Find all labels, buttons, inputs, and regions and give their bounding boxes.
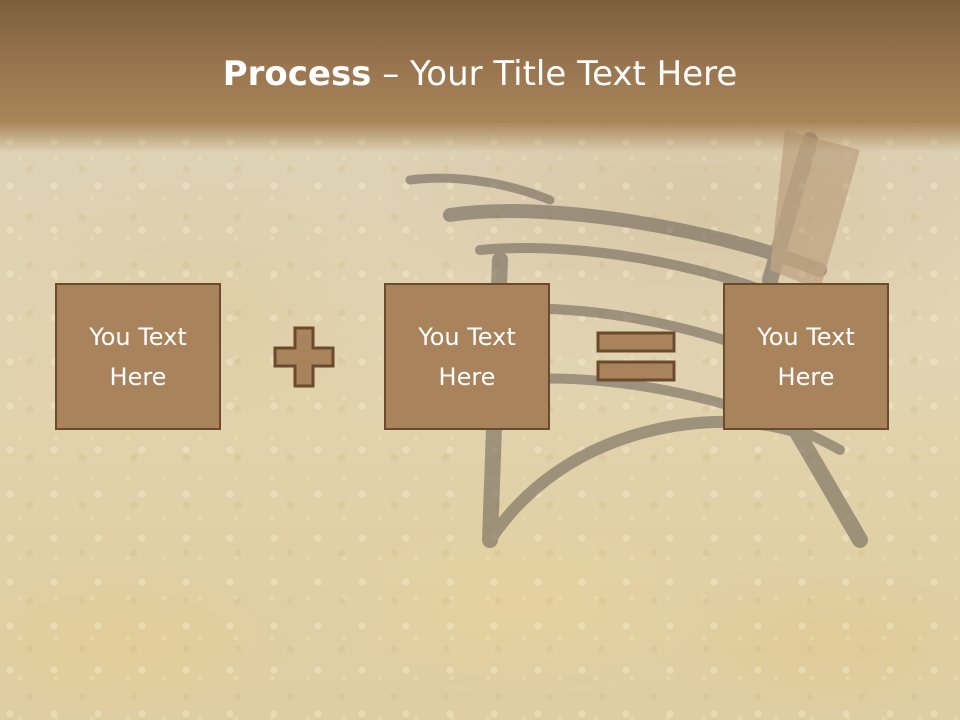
title-bold-text: Process [222,54,372,94]
plus-icon [273,326,335,388]
process-box-3-text: You Text Here [757,322,855,391]
title-rest-text: – Your Title Text Here [371,54,738,94]
process-box-2-text: You Text Here [418,322,516,391]
process-box-3[interactable]: You Text Here [723,283,889,430]
title-band [0,0,960,152]
equals-icon [596,331,676,382]
slide-title: Process – Your Title Text Here [0,52,960,96]
process-box-1-text: You Text Here [89,322,187,391]
process-box-2[interactable]: You Text Here [384,283,550,430]
process-box-1[interactable]: You Text Here [55,283,221,430]
